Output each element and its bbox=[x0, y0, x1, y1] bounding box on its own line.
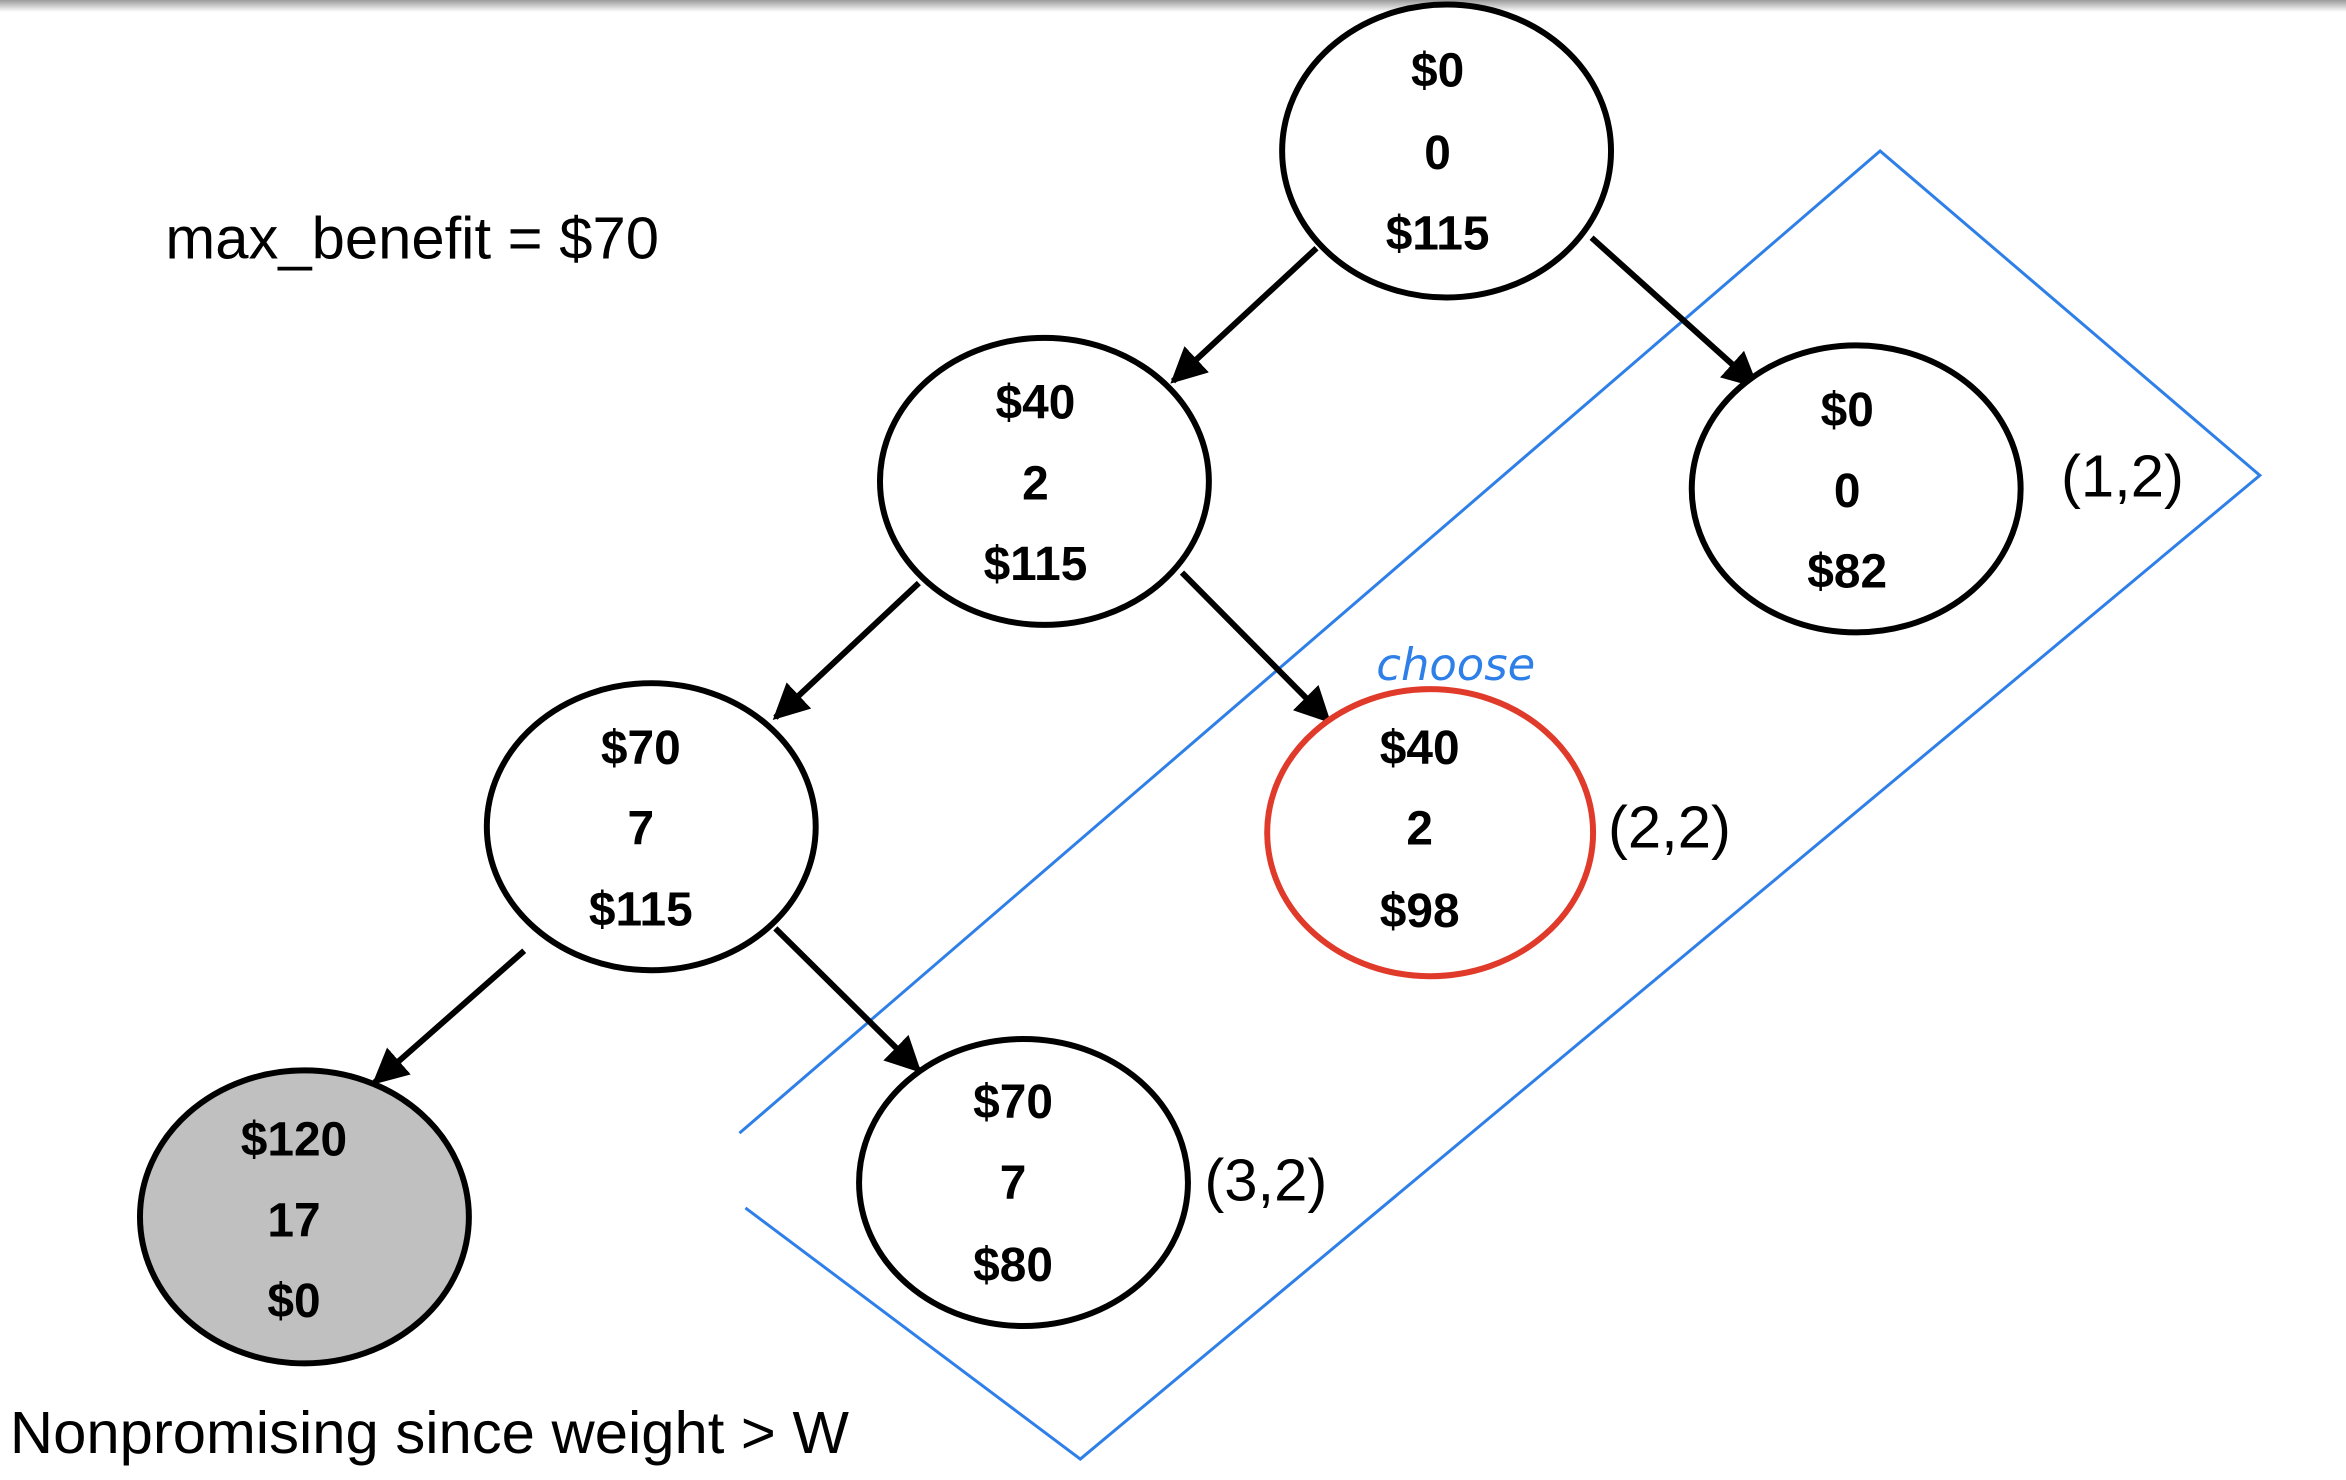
node-bound: $115 bbox=[1386, 208, 1490, 261]
edge-root-n2 bbox=[1589, 235, 1759, 389]
max-benefit-label: max_benefit = $70 bbox=[165, 205, 659, 272]
node-bound: $115 bbox=[984, 538, 1088, 591]
node-n1[interactable]: $40 2 $115 bbox=[877, 334, 1212, 628]
choose-annotation: choose bbox=[1376, 638, 1535, 691]
node-weight: 0 bbox=[1424, 127, 1451, 180]
edge-n1-n3 bbox=[772, 580, 921, 721]
edge-n1-n4 bbox=[1179, 570, 1331, 724]
node-benefit: $40 bbox=[996, 377, 1076, 430]
node-n2[interactable]: $0 0 $82 (1,2) bbox=[1688, 342, 2184, 636]
node-benefit: $120 bbox=[241, 1114, 347, 1167]
node-bound: $82 bbox=[1807, 546, 1887, 599]
node-benefit: $70 bbox=[601, 722, 681, 775]
node-label: (2,2) bbox=[1608, 794, 1731, 861]
node-label: (1,2) bbox=[2061, 442, 2184, 509]
node-weight: 2 bbox=[1022, 457, 1049, 510]
node-weight: 17 bbox=[267, 1194, 320, 1247]
node-weight: 2 bbox=[1406, 803, 1433, 856]
node-bound: $98 bbox=[1380, 885, 1460, 938]
node-benefit: $40 bbox=[1380, 722, 1460, 775]
node-n6[interactable]: $70 7 $80 (3,2) bbox=[856, 1036, 1327, 1330]
node-weight: 0 bbox=[1834, 465, 1861, 518]
edge-root-n1 bbox=[1170, 245, 1319, 384]
node-bound: $0 bbox=[267, 1275, 320, 1328]
node-n3[interactable]: $70 7 $115 bbox=[483, 680, 819, 974]
highlight-box bbox=[738, 149, 2263, 1461]
node-weight: 7 bbox=[1000, 1157, 1027, 1210]
node-bound: $80 bbox=[973, 1239, 1053, 1292]
node-benefit: $0 bbox=[1821, 384, 1874, 437]
node-bound: $115 bbox=[589, 883, 693, 936]
node-n5-nonpromising[interactable]: $120 17 $0 bbox=[137, 1067, 472, 1367]
node-weight: 7 bbox=[627, 803, 654, 856]
node-benefit: $70 bbox=[973, 1076, 1053, 1129]
node-root[interactable]: $0 0 $115 bbox=[1279, 1, 1615, 301]
edge-n3-n6 bbox=[773, 926, 922, 1073]
edge-n3-n5 bbox=[372, 948, 527, 1085]
edges bbox=[372, 235, 1759, 1085]
node-label: (3,2) bbox=[1204, 1146, 1327, 1213]
node-n4-chosen[interactable]: $40 2 $98 (2,2) choose bbox=[1264, 638, 1731, 980]
node-benefit: $0 bbox=[1411, 45, 1464, 98]
nonpromising-label: Nonpromising since weight > W bbox=[10, 1399, 850, 1466]
window-top-shadow bbox=[0, 0, 2346, 12]
